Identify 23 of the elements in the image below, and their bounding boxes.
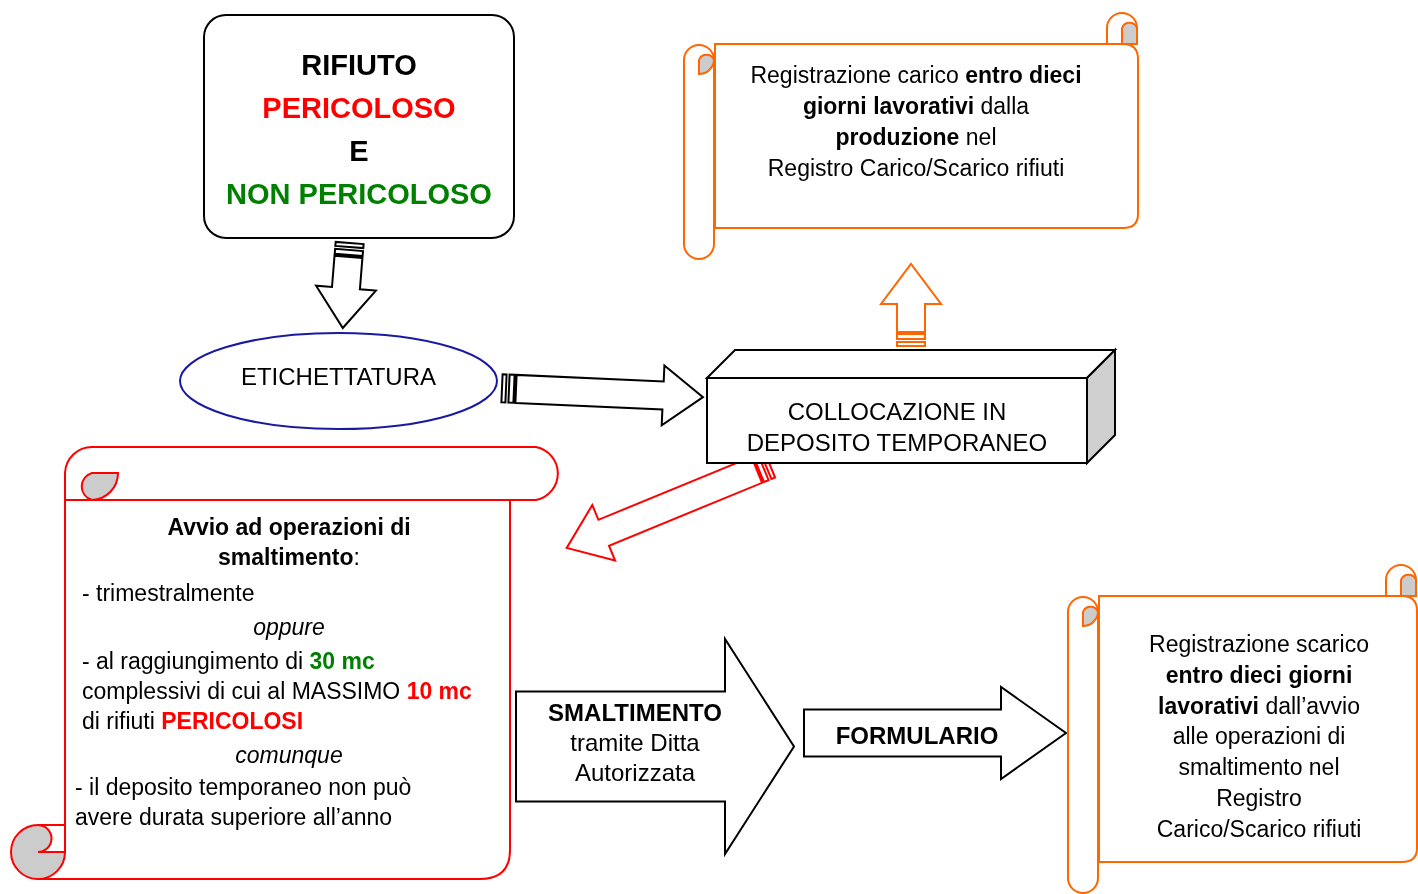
- label-text: tramite Ditta Autorizzata: [569, 728, 701, 788]
- block-arrow: [803, 686, 1067, 780]
- label-text: PERICOLOSO: [261, 91, 457, 126]
- label-text: E: [348, 134, 370, 169]
- heading-text: RIFIUTO: [300, 48, 418, 83]
- label-text: - trimestralmente: [82, 579, 256, 608]
- block-arrow: [500, 363, 705, 428]
- label-text: - al raggiungimento di 30 mc complessivi di cui al MASSIMO 10 mc di rifiuti PERICOLOSI: [82, 647, 473, 736]
- label-text: oppure: [252, 613, 326, 642]
- block-arrow: [314, 240, 378, 330]
- label-text: Registro Carico/Scarico rifiuti: [766, 154, 1066, 183]
- label-text: COLLOCAZIONE IN DEPOSITO TEMPORANEO: [745, 397, 1049, 458]
- block-arrow: [515, 638, 795, 855]
- label-text: NON PERICOLOSO: [225, 177, 493, 212]
- heading-text: SMALTIMENTO: [547, 698, 723, 728]
- label-text: ETICHETTATURA: [239, 362, 438, 392]
- label-text: comunque: [234, 741, 344, 770]
- heading-text: Avvio ad operazioni di smaltimento:: [166, 513, 412, 572]
- label-text: Registrazione scarico entro dieci giorni lavorativi dall’avvio alle operazioni di smaltimento nel Registro Carico/Scarico rifiuti: [1148, 630, 1370, 844]
- block-arrow: [879, 262, 943, 347]
- label-text: - il deposito temporaneo non può avere durata superiore all’anno: [75, 773, 413, 832]
- heading-text: Registrazione carico entro dieci giorni lavorativi dalla produzione nel: [749, 61, 1083, 152]
- label-text: FORMULARIO: [834, 721, 1000, 751]
